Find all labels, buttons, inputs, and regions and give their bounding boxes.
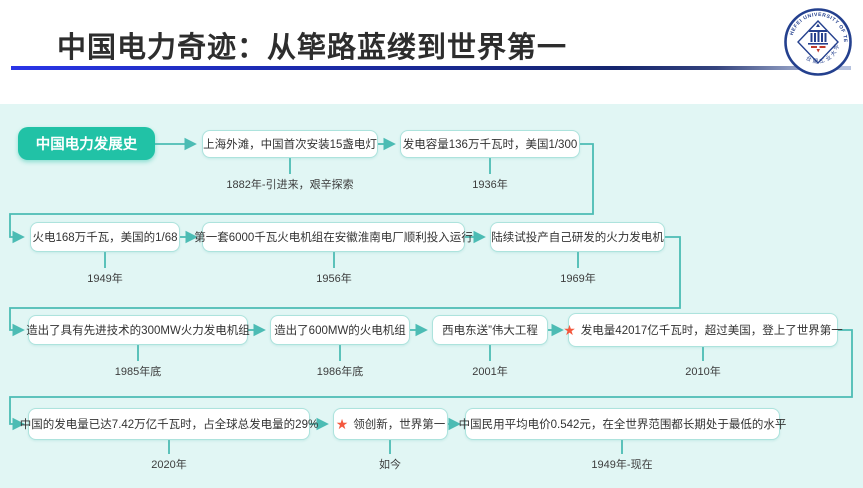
star-icon: ★ (335, 416, 349, 432)
date-label: 1882年-引进来，艰辛探索 (226, 179, 354, 191)
flow-root-label: 中国电力发展史 (35, 137, 138, 153)
flow-node-2001: 西电东送”伟大工程 (432, 315, 548, 345)
node-text: 领创新，世界第一 (353, 419, 446, 431)
flow-node-1986: 造出了600MW的火电机组 (270, 315, 410, 345)
connector-lines (9, 137, 853, 454)
date-label: 1936年 (472, 179, 508, 191)
date-label: 1985年底 (114, 366, 162, 378)
date-label: 1956年 (316, 273, 352, 285)
node-text: 陆续试投产自己研发的火力发电机 (491, 232, 664, 244)
flow-node-1949: 火电168万千瓦，美国的1/68 (30, 222, 180, 252)
star-icon: ★ (563, 322, 576, 338)
node-text: 上海外滩，中国首次安装15盏电灯 (203, 139, 377, 151)
date-label: 1969年 (560, 273, 596, 285)
node-text: 造出了具有先进技术的300MW火力发电机组 (26, 325, 250, 337)
node-text: 发电量42017亿千瓦时，超过美国，登上了世界第一 (580, 325, 843, 337)
node-text: 发电容量136万千瓦时，美国1/300 (402, 139, 578, 151)
page-title: 中国电力奇迹：从筚路蓝缕到世界第一 (57, 32, 568, 64)
date-label: 1949年 (87, 273, 123, 285)
date-label: 1986年底 (316, 366, 364, 378)
date-label: 1949年-现在 (591, 459, 653, 471)
flow-node-2020: 中国的发电量已达7.42万亿千瓦时，占全球总发电量的29% (20, 408, 318, 440)
date-label: 如今 (379, 459, 401, 471)
title-underline (11, 66, 851, 70)
flow-node-1936: 发电容量136万千瓦时，美国1/300 (400, 130, 580, 158)
flow-root-node: 中国电力发展史 (18, 127, 155, 160)
flow-node-price: 中国民用平均电价0.542元，在全世界范围都长期处于最低的水平 (459, 408, 786, 440)
date-label: 2010年 (685, 366, 721, 378)
flowchart-canvas: 中国电力发展史 上海外滩，中国首次安装15盏电灯 发电容量136万千瓦时，美国1… (0, 104, 863, 488)
flow-node-1956: 第一套6000千瓦火电机组在安徽淮南电厂顺利投入运行 (194, 222, 473, 252)
node-text: 第一套6000千瓦火电机组在安徽淮南电厂顺利投入运行 (194, 232, 473, 244)
university-logo-icon: HEFEI UNIVERSITY OF TECHNOLOGY 合肥工业大学 (782, 6, 852, 76)
flow-node-1985: 造出了具有先进技术的300MW火力发电机组 (26, 315, 250, 345)
node-text: 造出了600MW的火电机组 (274, 325, 406, 337)
slide-header: 中国电力奇迹：从筚路蓝缕到世界第一 HEFEI UNIVERSITY OF TE… (0, 0, 863, 104)
flow-node-2010: ★ 发电量42017亿千瓦时，超过美国，登上了世界第一 (563, 313, 843, 347)
flow-node-1882: 上海外滩，中国首次安装15盏电灯 (202, 130, 378, 158)
node-text: 中国民用平均电价0.542元，在全世界范围都长期处于最低的水平 (458, 419, 787, 431)
node-text: 西电东送”伟大工程 (442, 325, 538, 337)
node-text: 中国的发电量已达7.42万亿千瓦时，占全球总发电量的29% (19, 419, 319, 431)
flow-node-1969: 陆续试投产自己研发的火力发电机 (490, 222, 665, 252)
flow-node-today: ★ 领创新，世界第一 (333, 408, 448, 440)
date-label: 2020年 (151, 459, 187, 471)
date-label: 2001年 (472, 366, 508, 378)
node-text: 火电168万千瓦，美国的1/68 (32, 232, 178, 244)
